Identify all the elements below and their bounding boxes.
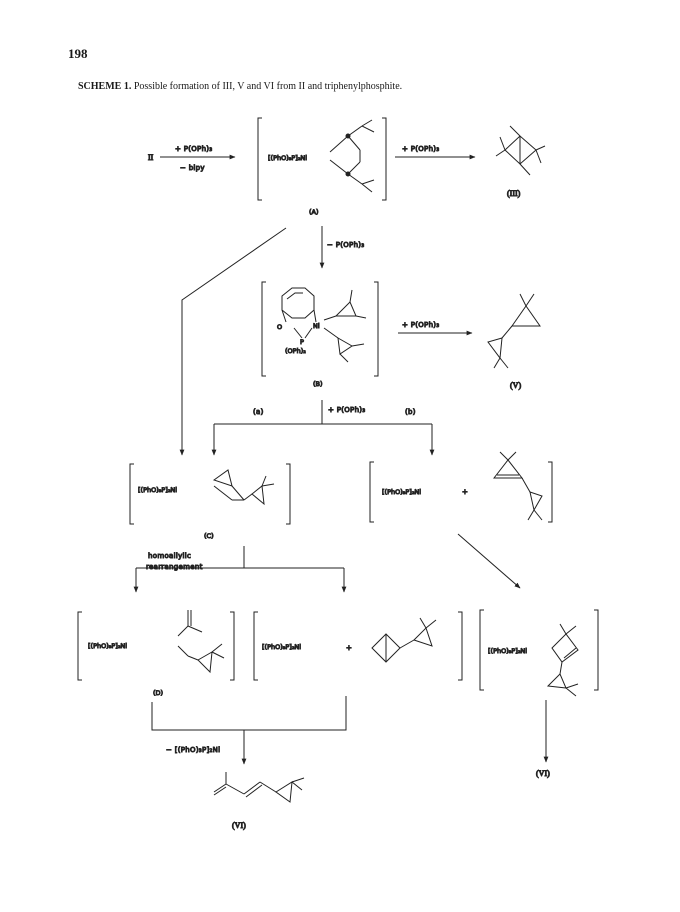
page-number: 198: [68, 46, 88, 61]
bracket-b-right: [374, 281, 379, 377]
complex-e-nickel: [(PhO)₃P]₂Ni: [262, 643, 301, 651]
structure-v: [487, 293, 541, 369]
bracket-c-right: [286, 463, 291, 525]
bracket-b2-right: [548, 461, 553, 523]
label-elimination: − [(PhO)₃P]₂Ni: [166, 746, 220, 754]
caption-label: SCHEME 1.: [78, 81, 132, 92]
bracket-e-right: [458, 611, 463, 681]
arrow-to-vi-right: [457, 533, 521, 589]
bracket-f-right: [594, 609, 599, 691]
label-path-b: (b): [405, 408, 416, 416]
atom-o: O: [277, 323, 282, 331]
complex-a-nickel: [(PhO)₃P]₂Ni: [268, 154, 307, 162]
reagent-add-phosphite-a: + P(OPh)₃: [402, 145, 439, 153]
label-d: (D): [153, 689, 163, 697]
label-b: (B): [313, 380, 323, 388]
reagent-add-phosphite-split: + P(OPh)₃: [328, 406, 365, 414]
label-vi-right: (VI): [536, 769, 550, 778]
structure-c: [212, 469, 275, 506]
bracket-b-left: [261, 281, 266, 377]
complex-b-nickel: [(PhO)₃P]₂Ni: [382, 488, 421, 496]
label-iii: (III): [507, 189, 521, 198]
reagent-add-phosphite: + P(OPh)₃: [175, 145, 212, 153]
label-vi-bottom: (VI): [232, 821, 246, 830]
bracket-f-left: [479, 609, 484, 691]
bracket-d-left: [77, 611, 82, 681]
bracket-c-left: [129, 463, 134, 525]
bracket-a-left: [257, 117, 262, 201]
label-path-a: (a): [253, 408, 264, 416]
label-a: (A): [309, 208, 319, 216]
structure-b: [281, 287, 367, 363]
group-oph2: (OPh)₂: [285, 347, 306, 355]
start-compound-II: II: [148, 153, 154, 162]
arrow-a-to-c: [179, 227, 287, 456]
atom-ni: Ni: [313, 322, 320, 330]
scheme-caption: SCHEME 1. Possible formation of III, V a…: [78, 81, 402, 92]
caption-text: Possible formation of III, V and VI from…: [133, 81, 403, 92]
complex-d-nickel: [(PhO)₃P]₂Ni: [88, 642, 127, 650]
label-v: (V): [510, 381, 521, 390]
structure-d: [177, 610, 225, 674]
reagent-minus-bipy: − bipy: [180, 164, 205, 172]
structure-bicyclobutane: [371, 617, 437, 663]
structure-a: [329, 119, 375, 193]
bracket-a-right: [382, 117, 387, 201]
label-homoallylic-2: rearrangement: [146, 563, 203, 571]
structure-cyclopropene: [492, 451, 543, 521]
bracket-d-right: [230, 611, 235, 681]
complex-f-nickel: [(PhO)₃P]₂Ni: [488, 647, 527, 655]
complex-c-nickel: [(PhO)₃P]₂Ni: [138, 486, 177, 494]
plus-sign-1: +: [462, 488, 468, 496]
merge-e-line: [244, 696, 347, 731]
structure-vi: [213, 772, 305, 803]
merge-d-line: [151, 702, 244, 731]
label-homoallylic-1: homoallylic: [148, 552, 191, 560]
structure-iii: [495, 125, 546, 176]
structure-f: [546, 623, 579, 697]
plus-sign-2: +: [346, 644, 352, 652]
label-c: (C): [204, 532, 214, 540]
bracket-b2-left: [369, 461, 374, 523]
atom-p: P: [300, 338, 304, 346]
bracket-e-left: [253, 611, 258, 681]
reagent-minus-phosphite: − P(OPh)₃: [327, 241, 364, 249]
reagent-add-phosphite-b: + P(OPh)₃: [402, 321, 439, 329]
